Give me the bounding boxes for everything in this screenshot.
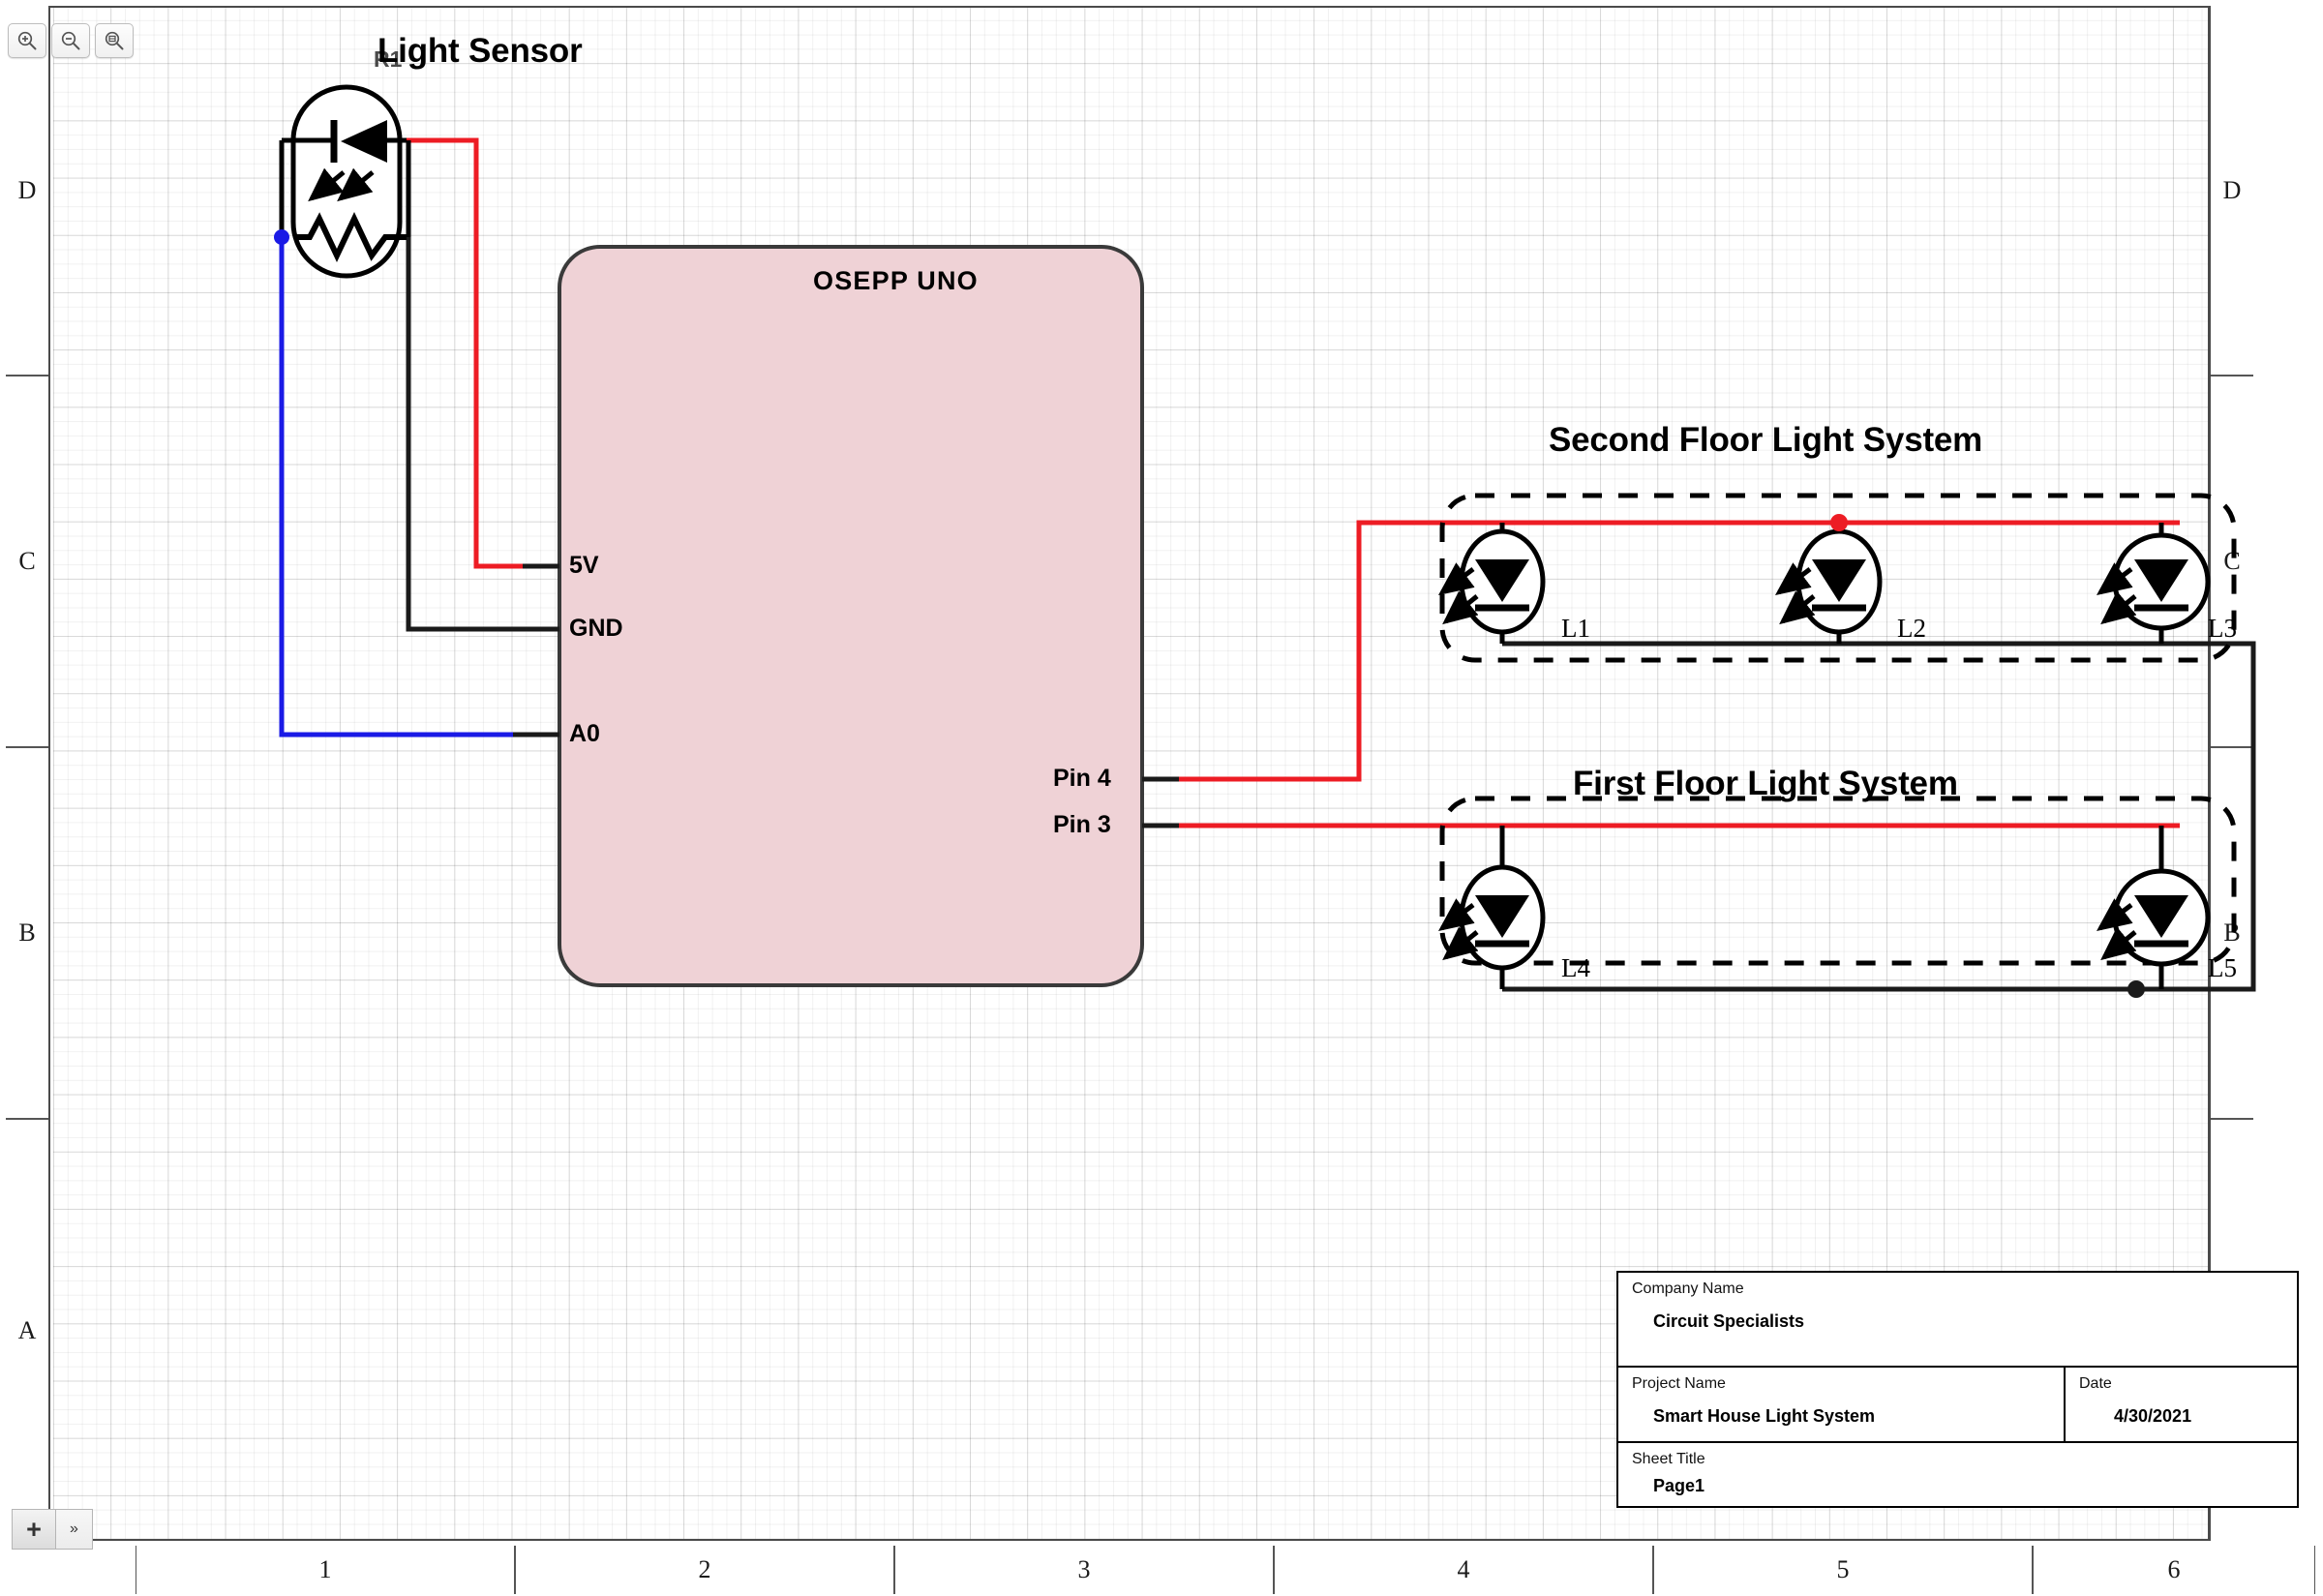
wire-pin4-to-second-floor (1142, 520, 2180, 782)
led-label-L4: L4 (1561, 953, 1590, 982)
zone-label: 2 (698, 1555, 711, 1583)
zone-label: D (2222, 175, 2242, 204)
light-sensor-title: Light Sensor (377, 32, 583, 70)
zone-col-6: 6 (2033, 1546, 2315, 1594)
zone-col-3: 3 (894, 1546, 1274, 1594)
zone-row-left-C: C (6, 376, 48, 747)
zone-label: 3 (1077, 1555, 1091, 1583)
pin-label-5v: 5V (569, 552, 599, 579)
zoom-toolbar (8, 23, 134, 58)
wire-5v-sensor-to-uno (401, 137, 559, 569)
led-label-L2: L2 (1897, 614, 1926, 643)
sheet-caption: Sheet Title (1632, 1451, 1705, 1467)
zone-row-left-D: D (6, 6, 48, 376)
led-L2[interactable] (1775, 514, 1883, 644)
date-caption: Date (2079, 1375, 2112, 1392)
company-caption: Company Name (1632, 1280, 1744, 1297)
sheet-value: Page1 (1653, 1475, 1705, 1495)
osepp-uno-block[interactable] (528, 245, 1176, 987)
sensor-designator: R1 (374, 46, 403, 72)
zone-row-right-C: C (2211, 376, 2253, 747)
zone-label: 4 (1457, 1555, 1470, 1583)
group-box-second-floor (1439, 493, 2237, 663)
project-value: Smart House Light System (1653, 1405, 1876, 1426)
led-L4[interactable] (1438, 826, 1546, 989)
led-L3[interactable] (2097, 523, 2211, 644)
zone-col-5: 5 (1653, 1546, 2033, 1594)
junction-dot (1830, 514, 1848, 531)
zoom-in-button[interactable] (8, 23, 46, 58)
pin-label-pin3: Pin 3 (1053, 811, 1111, 838)
zone-label: 6 (2167, 1555, 2181, 1583)
zone-col-4: 4 (1274, 1546, 1653, 1594)
title-block: Company Name Circuit Specialists Project… (1616, 1271, 2299, 1508)
frame-bottom (47, 1539, 2211, 1541)
zone-label: A (17, 1315, 37, 1344)
led-L1[interactable] (1438, 523, 1546, 644)
zone-row-right-B: B (2211, 747, 2253, 1119)
add-page-button[interactable]: + (12, 1509, 56, 1550)
zone-row-right-D: D (2211, 6, 2253, 376)
led-label-L3: L3 (2208, 614, 2237, 643)
zoom-in-icon (17, 31, 37, 50)
group-title-first-floor: First Floor Light System (1573, 765, 1958, 802)
project-caption: Project Name (1632, 1375, 1726, 1392)
company-value: Circuit Specialists (1653, 1310, 1805, 1331)
wire-a0-sensor-to-uno (279, 237, 559, 738)
led-label-L5: L5 (2208, 953, 2237, 982)
date-value: 4/30/2021 (2114, 1405, 2192, 1426)
zone-label: C (18, 547, 36, 575)
wire-gnd-sensor-to-uno (406, 237, 559, 632)
pin-label-gnd: GND (569, 615, 623, 642)
title-block-company-cell: Company Name Circuit Specialists (1618, 1273, 2297, 1366)
zone-col-1: 1 (136, 1546, 515, 1594)
group-title-second-floor: Second Floor Light System (1549, 421, 1983, 459)
page-tabs-bar: + » (12, 1509, 93, 1550)
pin-label-pin4: Pin 4 (1053, 765, 1111, 792)
frame-left (47, 6, 50, 1541)
pin-label-a0: A0 (569, 720, 600, 747)
junction-dot (2127, 980, 2145, 998)
zoom-fit-icon (105, 31, 124, 50)
title-block-project-cell: Project Name Smart House Light System (1618, 1368, 2066, 1441)
title-block-sheet-cell: Sheet Title Page1 (1618, 1443, 2297, 1506)
led-label-L1: L1 (1561, 614, 1590, 643)
title-block-date-cell: Date 4/30/2021 (2066, 1368, 2297, 1441)
zone-label: 5 (1836, 1555, 1850, 1583)
zoom-out-button[interactable] (51, 23, 90, 58)
group-box-first-floor (1439, 796, 2237, 966)
zone-row-left-A: A (6, 1119, 48, 1541)
zone-row-left-B: B (6, 747, 48, 1119)
zoom-out-icon (61, 31, 80, 50)
zoom-fit-button[interactable] (95, 23, 134, 58)
light-sensor-symbol[interactable] (274, 84, 411, 279)
led-L5[interactable] (2097, 826, 2211, 998)
zone-label: B (18, 918, 36, 947)
osepp-uno-label: OSEPP UNO (813, 266, 979, 295)
zone-label: D (17, 175, 37, 204)
wire-ground-return-bus (1502, 641, 2256, 992)
zone-col-2: 2 (515, 1546, 894, 1594)
frame-right (2208, 6, 2211, 1541)
more-pages-button[interactable]: » (56, 1509, 93, 1550)
zone-label: 1 (318, 1555, 332, 1583)
frame-top (47, 6, 2211, 8)
